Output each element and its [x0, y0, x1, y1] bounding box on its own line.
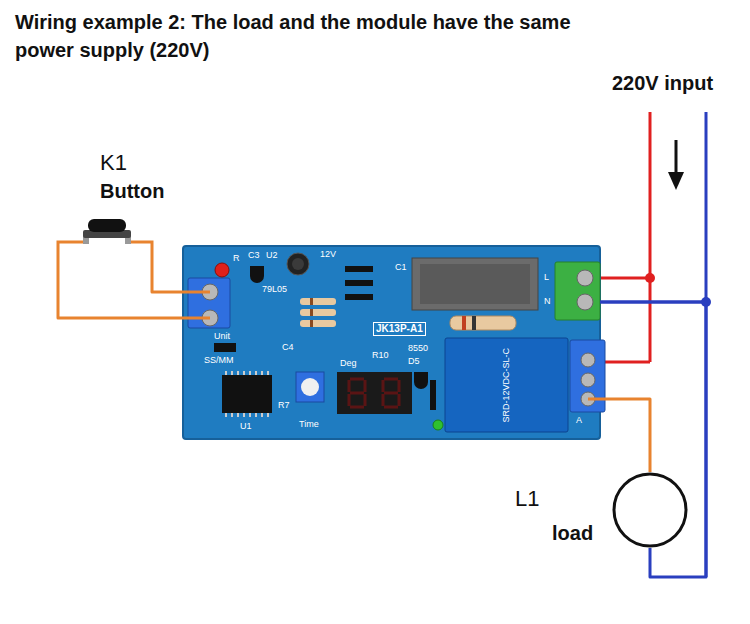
- part-label: load: [552, 522, 593, 545]
- wire: [600, 302, 706, 577]
- power-resistor: [450, 316, 516, 330]
- part-label: Button: [100, 180, 164, 203]
- terminal-screw: [581, 353, 595, 367]
- terminal-label: A: [576, 415, 582, 425]
- red-led: [215, 263, 229, 277]
- push-button: K1Button: [55, 148, 175, 250]
- silkscreen-label: 79L05: [262, 284, 287, 294]
- resistor-band: [310, 320, 313, 327]
- relay-terminal: [570, 340, 605, 412]
- diode: [345, 266, 373, 272]
- silkscreen-label: SS/MM: [204, 355, 234, 365]
- load-lamp: L1load: [612, 472, 688, 548]
- wire-stub: [183, 317, 210, 320]
- transformer: [412, 258, 538, 310]
- button-cap: [88, 219, 126, 232]
- seven-segment-display: [337, 372, 412, 414]
- wire-stub: [588, 398, 600, 401]
- diode: [345, 294, 373, 300]
- pcb-board: [183, 246, 600, 439]
- resistor-band: [472, 316, 476, 330]
- resistor: [300, 298, 336, 305]
- ic-chip: [222, 375, 272, 413]
- ic-pins: [226, 371, 268, 417]
- wire: [600, 399, 650, 472]
- silkscreen-label: C4: [282, 342, 294, 352]
- lamp-symbol: [612, 472, 688, 548]
- relay: [445, 338, 568, 432]
- diode: [430, 380, 436, 410]
- transformer-core: [420, 264, 530, 304]
- wire-stub: [183, 291, 210, 294]
- terminal-screw: [581, 373, 595, 387]
- diagram-title: Wiring example 2: The load and the modul…: [15, 8, 590, 64]
- junction-dot: [645, 273, 655, 283]
- silkscreen-label: Time: [299, 419, 319, 429]
- potentiometer-knob: [301, 378, 319, 396]
- regulator: [250, 266, 264, 283]
- resistor-band: [462, 316, 466, 330]
- board-name: JK13P-A1: [373, 322, 426, 336]
- capacitor: [287, 253, 309, 275]
- silkscreen-label: D5: [408, 356, 420, 366]
- terminal-label: N: [544, 296, 551, 306]
- silkscreen-label: C1: [395, 262, 407, 272]
- capacitor-top: [292, 258, 304, 270]
- transistor: [414, 372, 428, 389]
- resistor-band: [310, 309, 313, 316]
- wire-stub: [58, 242, 85, 250]
- terminal-screw: [577, 270, 593, 286]
- terminal-screw: [577, 294, 593, 310]
- power-input-label: 220V input: [612, 72, 713, 95]
- part-name: K1: [100, 150, 127, 175]
- silkscreen-label: Unit: [214, 331, 230, 341]
- live-wire: [649, 112, 652, 362]
- flow-arrow: [675, 140, 678, 174]
- input-terminal: [188, 278, 230, 328]
- silkscreen-label: Deg: [340, 358, 357, 368]
- power-terminal: [555, 262, 600, 320]
- resistor: [300, 309, 336, 316]
- timer-relay-module: JK13P-A1: [183, 246, 600, 439]
- wire: [58, 250, 183, 318]
- flow-arrow-head: [668, 172, 684, 190]
- silkscreen-label: U2: [266, 250, 278, 260]
- wire: [152, 250, 183, 292]
- terminal-label: L: [544, 272, 549, 282]
- jumper: [214, 343, 236, 352]
- load-circle: [614, 474, 686, 546]
- silkscreen-label: U1: [240, 421, 252, 431]
- silkscreen-label: C3: [248, 250, 260, 260]
- resistor-band: [310, 298, 313, 305]
- diode: [345, 280, 373, 286]
- green-led: [433, 420, 443, 430]
- silkscreen-label: R: [233, 253, 240, 263]
- part-name: L1: [515, 486, 539, 511]
- silkscreen-label: 8550: [408, 343, 428, 353]
- display-segments: [349, 379, 399, 407]
- resistor: [300, 320, 336, 327]
- relay-marking: SRD-12VDC-SL-C: [501, 348, 511, 423]
- potentiometer: [296, 372, 324, 402]
- silkscreen-label: R7: [278, 400, 290, 410]
- silkscreen-label: 12V: [320, 249, 336, 259]
- silkscreen-label: R10: [372, 350, 389, 360]
- wire-stub: [128, 242, 152, 250]
